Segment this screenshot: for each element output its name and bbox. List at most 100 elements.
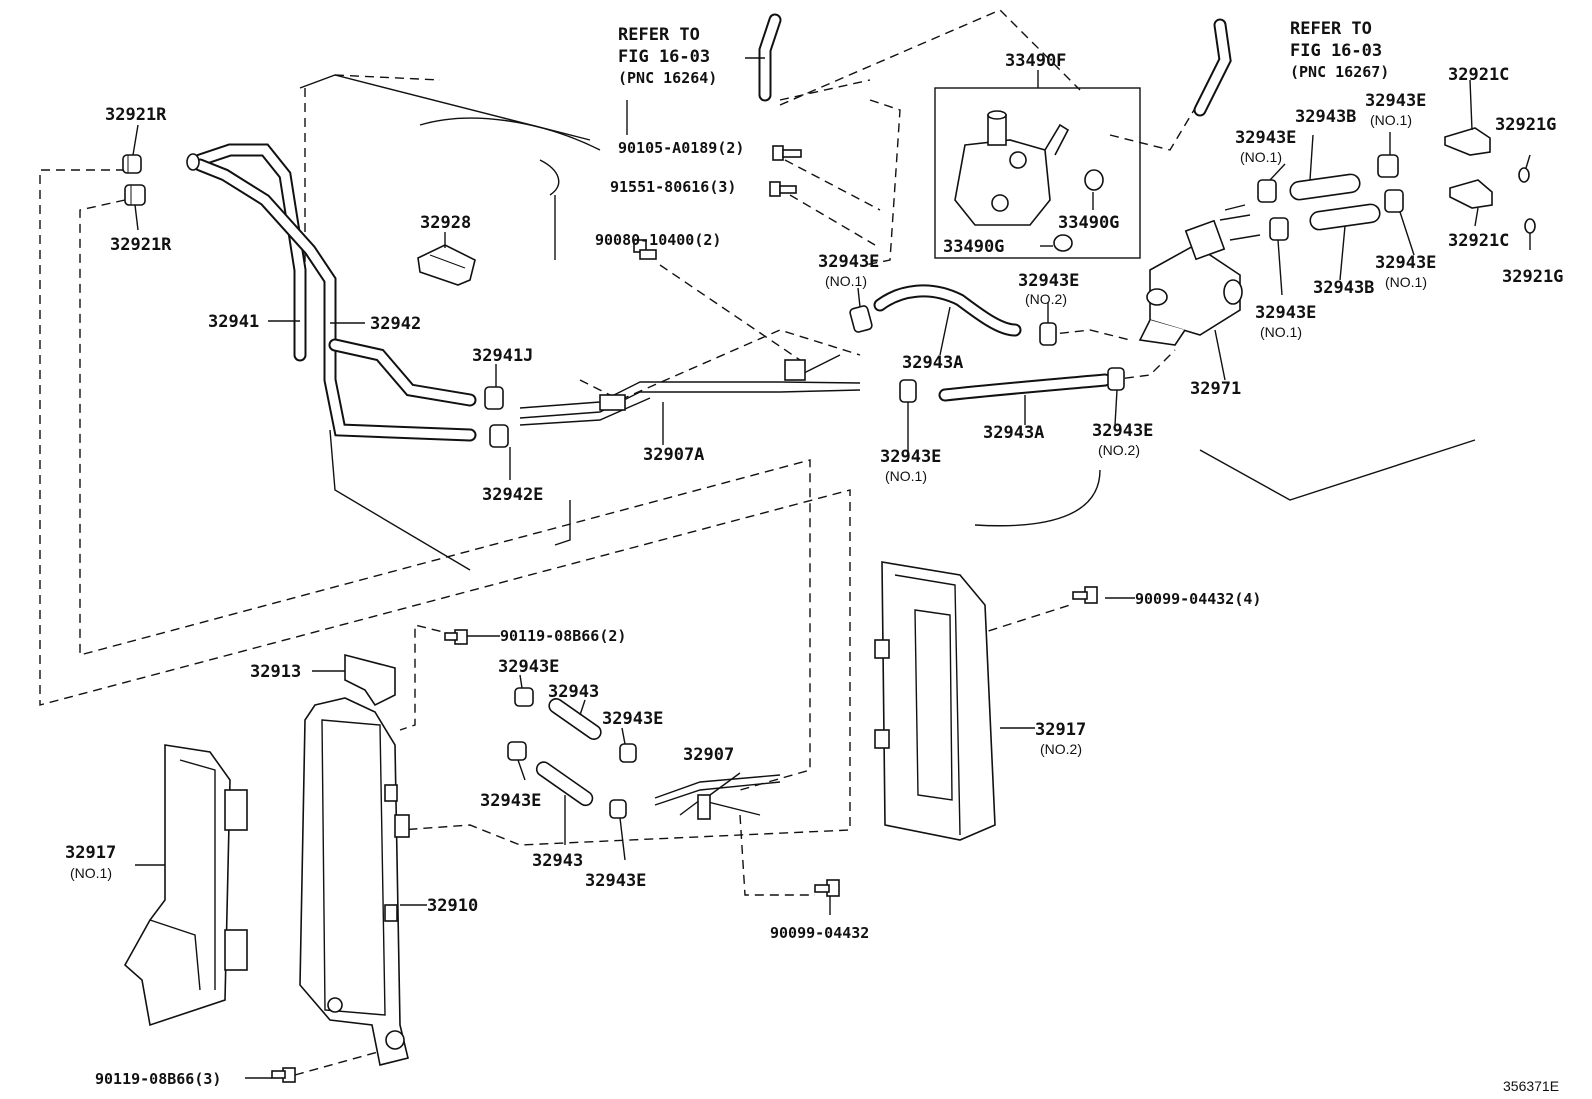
label-32907: 32907: [683, 745, 734, 765]
part-labels: REFER TO FIG 16-03 (PNC 16264) REFER TO …: [65, 19, 1563, 1094]
label-32943E-c2: 32943E: [602, 709, 663, 729]
label-32921C-a: 32921C: [1448, 65, 1509, 85]
bolt-90099-4: [1072, 586, 1098, 604]
bolt-90080: [633, 239, 657, 260]
label-32943-b: 32943: [532, 851, 583, 871]
label-32943E-r4: 32943E: [1255, 303, 1316, 323]
fitting-32921C-lower: [1449, 179, 1493, 209]
hose-refer-right: [1193, 18, 1232, 117]
rings-32921G: [1518, 167, 1536, 234]
bolt-91551: [769, 181, 797, 197]
label-32942: 32942: [370, 314, 421, 334]
hose-refer-left: [758, 13, 782, 102]
label-32910: 32910: [427, 896, 478, 916]
label-32971: 32971: [1190, 379, 1241, 399]
label-32943E-no1-b: 32943E: [880, 447, 941, 467]
label-32917-no2-sub: (NO.2): [1040, 741, 1082, 757]
oil-cooler-33490F-box: [934, 87, 1141, 259]
label-32943E-no1-b-sub: (NO.1): [885, 468, 927, 484]
bolt-90105: [772, 145, 802, 161]
label-32943E-no2-b-sub: (NO.2): [1098, 442, 1140, 458]
label-32941J: 32941J: [472, 346, 533, 366]
clamp-32921R-upper: [122, 154, 142, 174]
label-90080-10400: 90080-10400(2): [595, 231, 721, 249]
label-32943E-no2-a: 32943E: [1018, 271, 1079, 291]
label-32921G-b: 32921G: [1502, 267, 1563, 287]
label-32917-no1-sub: (NO.1): [70, 865, 112, 881]
duct-32917-no1: [123, 744, 248, 1027]
bracket-32913: [344, 653, 396, 707]
label-32943E-r4-sub: (NO.1): [1260, 324, 1302, 340]
hose-32943A-upper: [873, 284, 1022, 337]
label-32943A-b: 32943A: [983, 423, 1044, 443]
label-32907A: 32907A: [643, 445, 704, 465]
bolt-90119-2: [444, 629, 468, 645]
label-32928: 32928: [420, 213, 471, 233]
label-32943E-c1: 32943E: [498, 657, 559, 677]
label-32917-no2: 32917: [1035, 720, 1086, 740]
bolt-90119-3: [271, 1067, 296, 1083]
tube-32907A: [519, 354, 861, 426]
label-32943E-no2-b: 32943E: [1092, 421, 1153, 441]
refer-left-line1: REFER TO: [618, 25, 700, 45]
label-90105-A0189: 90105-A0189(2): [618, 139, 744, 157]
bracket-32928: [417, 244, 476, 286]
label-32943E-c3: 32943E: [480, 791, 541, 811]
label-90099-04432-1: 90099-04432: [770, 924, 869, 942]
clamps-32943E-lower: [507, 687, 637, 819]
label-33490G-b: 33490G: [943, 237, 1004, 257]
label-33490G-a: 33490G: [1058, 213, 1119, 233]
label-90119-08B66-3: 90119-08B66(3): [95, 1070, 221, 1088]
duct-32917-no2: [874, 561, 996, 841]
refer-left-line3: (PNC 16264): [618, 69, 717, 87]
valve-32971: [1138, 204, 1261, 346]
label-32921G-a: 32921G: [1495, 115, 1556, 135]
pipe-32941-32942: [186, 143, 477, 442]
hoses-32943B: [1289, 173, 1381, 231]
diagram-id: 356371E: [1503, 1078, 1559, 1094]
label-32943E-r1: 32943E: [1235, 128, 1296, 148]
label-32943E-c4: 32943E: [585, 871, 646, 891]
clamp-32942E: [489, 424, 509, 448]
hoses-32943-lower: [535, 698, 602, 807]
leader-lines: [132, 57, 1531, 1079]
label-32921R-b: 32921R: [110, 235, 172, 255]
clamp-32921R-lower: [124, 184, 146, 206]
label-90119-08B66-2: 90119-08B66(2): [500, 627, 626, 645]
label-32943A-a: 32943A: [902, 353, 963, 373]
label-32913: 32913: [250, 662, 301, 682]
refer-right-line1: REFER TO: [1290, 19, 1372, 39]
label-32943-a: 32943: [548, 682, 599, 702]
refer-left-line2: FIG 16-03: [618, 47, 710, 67]
bolt-90099-1: [814, 879, 840, 897]
label-33490F: 33490F: [1005, 51, 1066, 71]
label-32943E-r3: 32943E: [1375, 253, 1436, 273]
label-32943E-no2-a-sub: (NO.2): [1025, 291, 1067, 307]
label-91551-80616: 91551-80616(3): [610, 178, 736, 196]
tube-32907: [654, 774, 781, 820]
label-32943E-r2: 32943E: [1365, 91, 1426, 111]
label-32943E-no1-a-sub: (NO.1): [825, 273, 867, 289]
clamps-32943E-mid: [849, 305, 1125, 403]
label-32943E-no1-a: 32943E: [818, 252, 879, 272]
label-32943B-b: 32943B: [1313, 278, 1374, 298]
label-32943E-r3-sub: (NO.1): [1385, 274, 1427, 290]
fitting-32921C-upper: [1444, 79, 1491, 156]
refer-right-line3: (PNC 16267): [1290, 63, 1389, 81]
refer-right-line2: FIG 16-03: [1290, 41, 1382, 61]
clamp-32941J: [484, 386, 504, 410]
label-32943E-r1-sub: (NO.1): [1240, 149, 1282, 165]
hose-32943A-lower: [938, 373, 1112, 402]
label-32917-no1: 32917: [65, 843, 116, 863]
label-32942E: 32942E: [482, 485, 543, 505]
label-32941: 32941: [208, 312, 259, 332]
label-32921R-a: 32921R: [105, 105, 167, 125]
label-32921C-b: 32921C: [1448, 231, 1509, 251]
label-32943E-r2-sub: (NO.1): [1370, 112, 1412, 128]
label-90099-04432-4: 90099-04432(4): [1135, 590, 1261, 608]
clamps-32943E-right: [1257, 154, 1404, 241]
label-32943B-a: 32943B: [1295, 107, 1356, 127]
oil-cooler-32910: [299, 697, 410, 1066]
